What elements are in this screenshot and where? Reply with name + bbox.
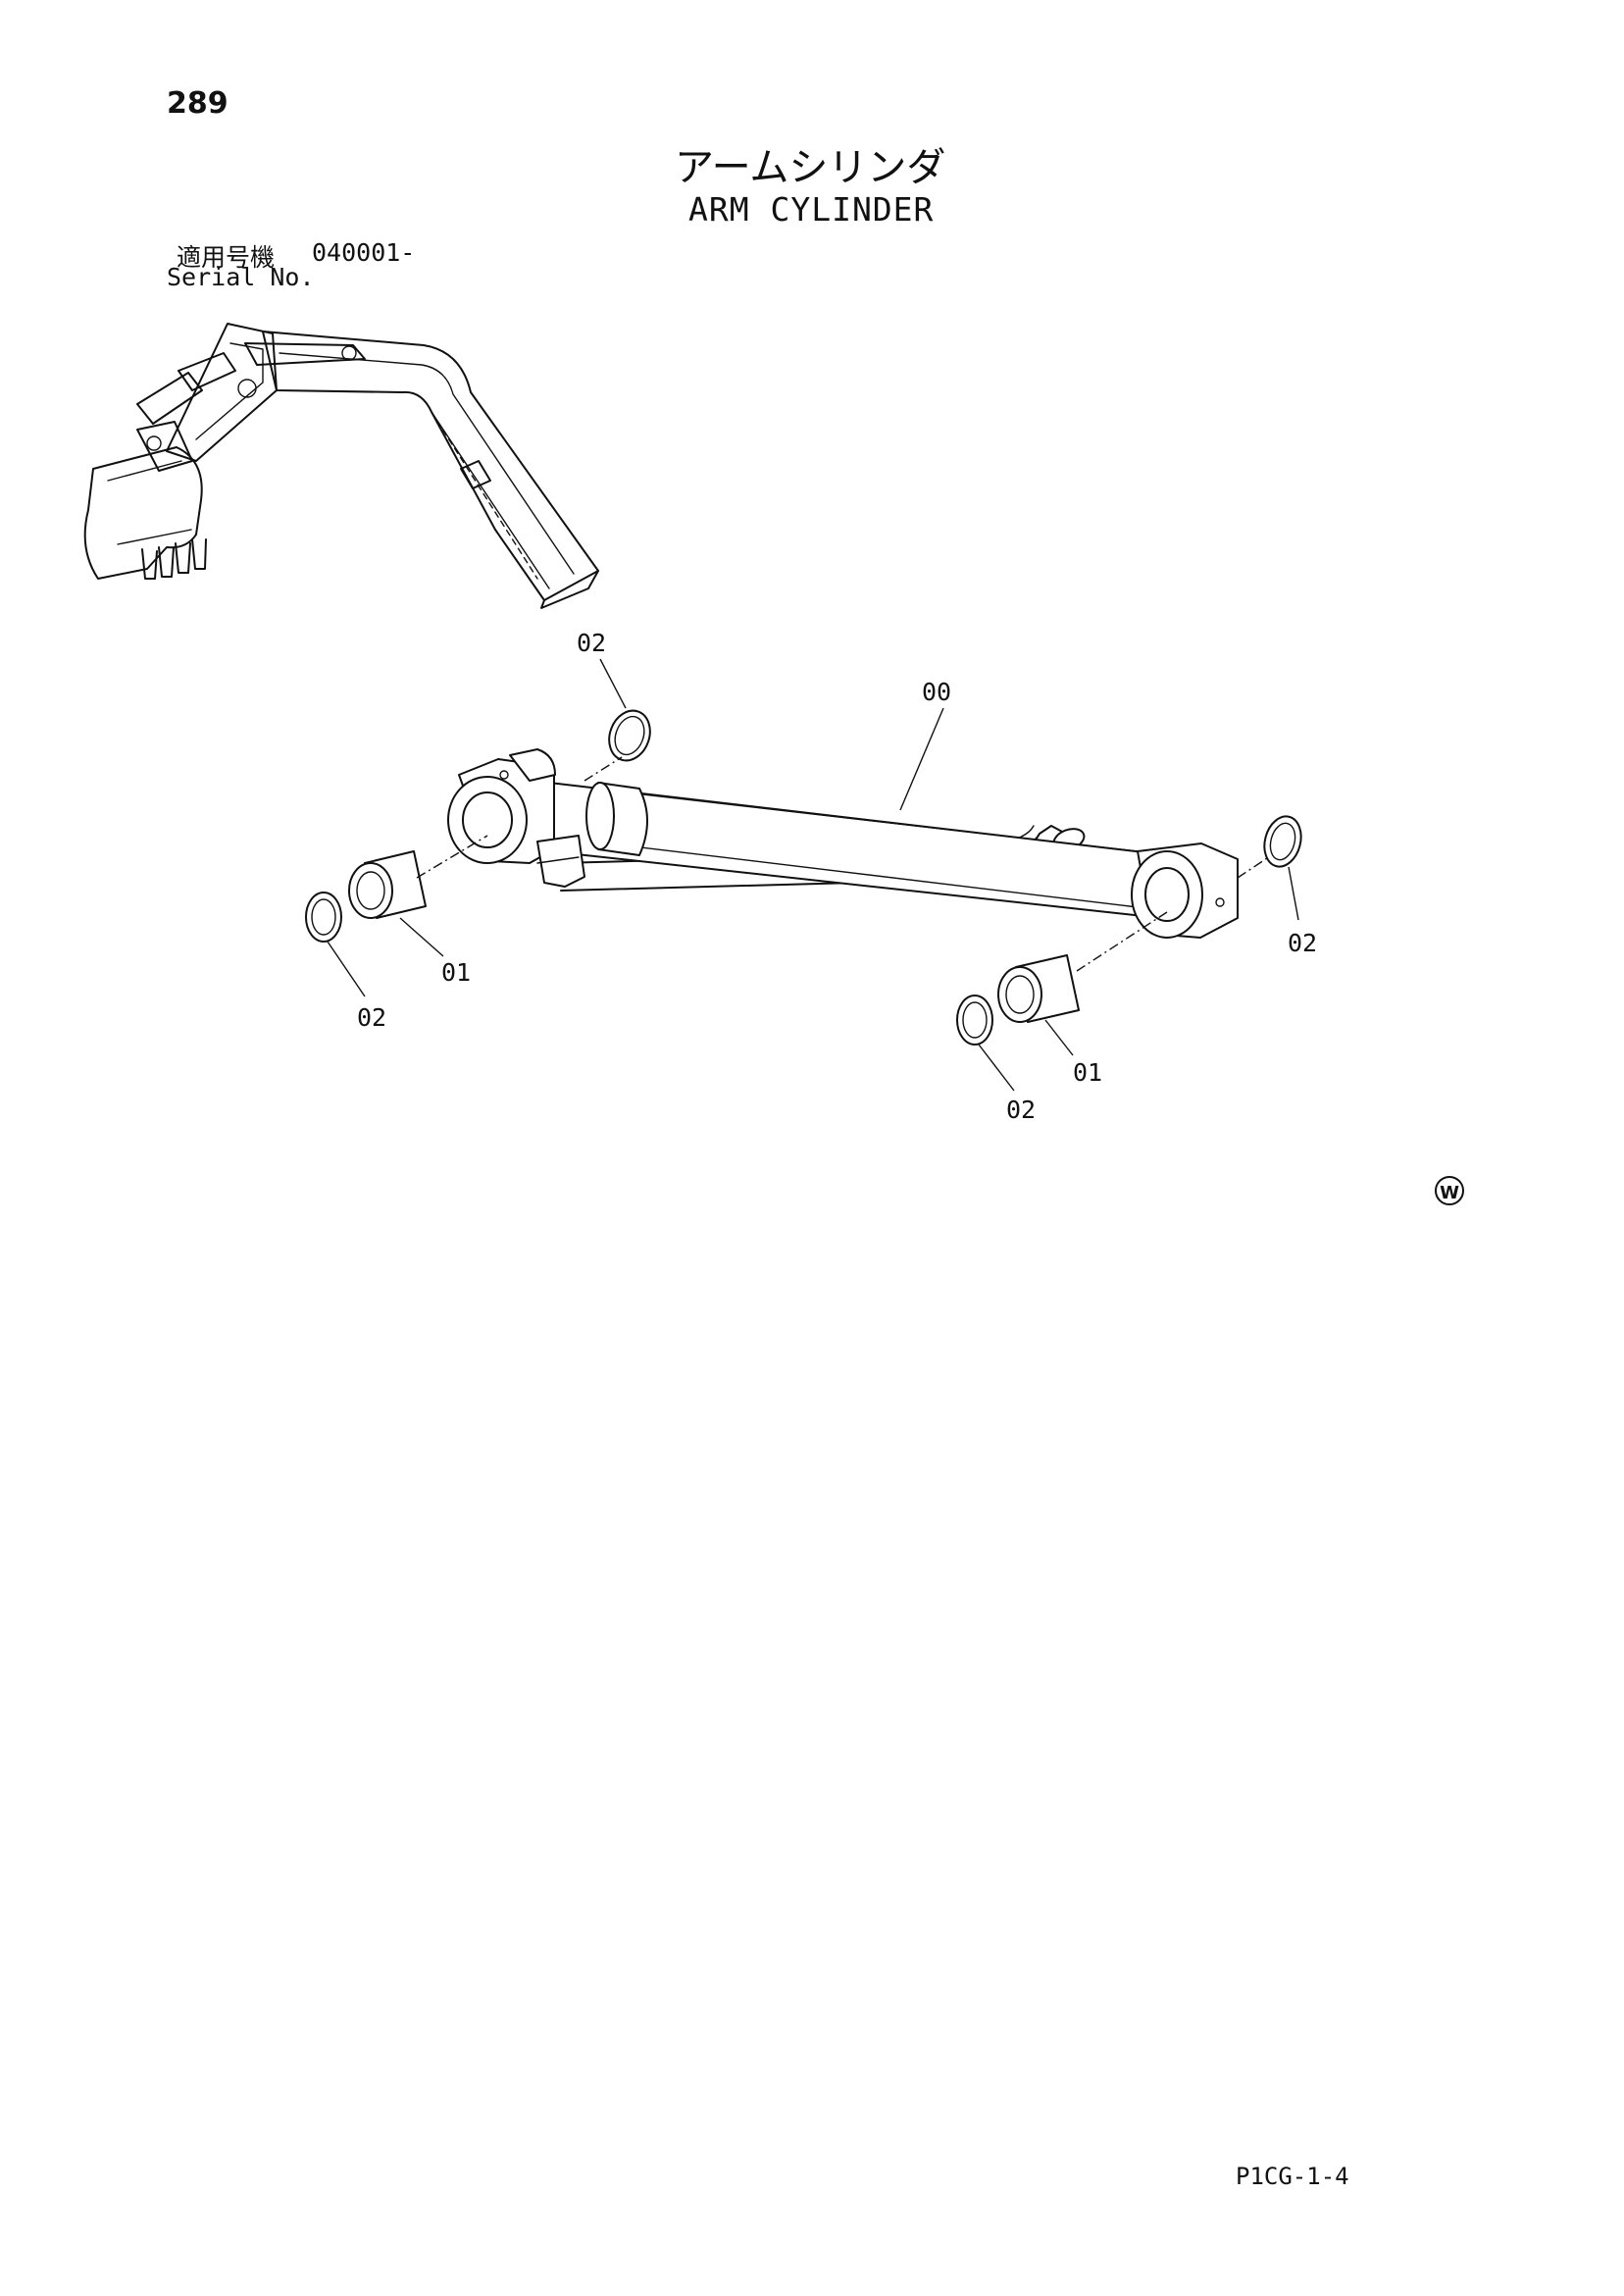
drawing-code: P1CG-1-4 [1236, 2163, 1349, 2190]
arm-cylinder-assembly [447, 748, 1239, 939]
callout-seal-top: 02 [577, 629, 606, 657]
callout-bushing-left: 01 [441, 958, 471, 987]
page-number: 289 [167, 86, 228, 121]
callout-seal-right-lower: 02 [1006, 1096, 1036, 1124]
excavator-arm-locator-sketch [83, 323, 599, 609]
callout-cylinder: 00 [922, 678, 951, 706]
seal-top [608, 709, 651, 762]
seal-right-lower [956, 995, 993, 1046]
callout-bushing-right: 01 [1073, 1058, 1102, 1087]
callout-seal-left: 02 [357, 1003, 386, 1032]
serial-label-english: Serial No. [167, 263, 315, 291]
serial-number-value: 040001- [312, 238, 416, 267]
seal-left [305, 892, 342, 943]
bushing-right [997, 954, 1080, 1023]
title-english: ARM CYLINDER [688, 190, 935, 229]
seal-right-upper [1263, 815, 1302, 868]
callout-seal-right-upper: 02 [1288, 929, 1317, 957]
serial-label-japanese: 適用号機 [177, 243, 276, 272]
mark-symbol: W [1440, 1183, 1459, 1203]
callout-leaders [327, 658, 1299, 1092]
assembly-center-lines [416, 756, 1268, 972]
title-japanese: アームシリンダ [675, 145, 946, 190]
bushing-left [348, 850, 427, 919]
circled-w-mark: W [1435, 1176, 1464, 1205]
